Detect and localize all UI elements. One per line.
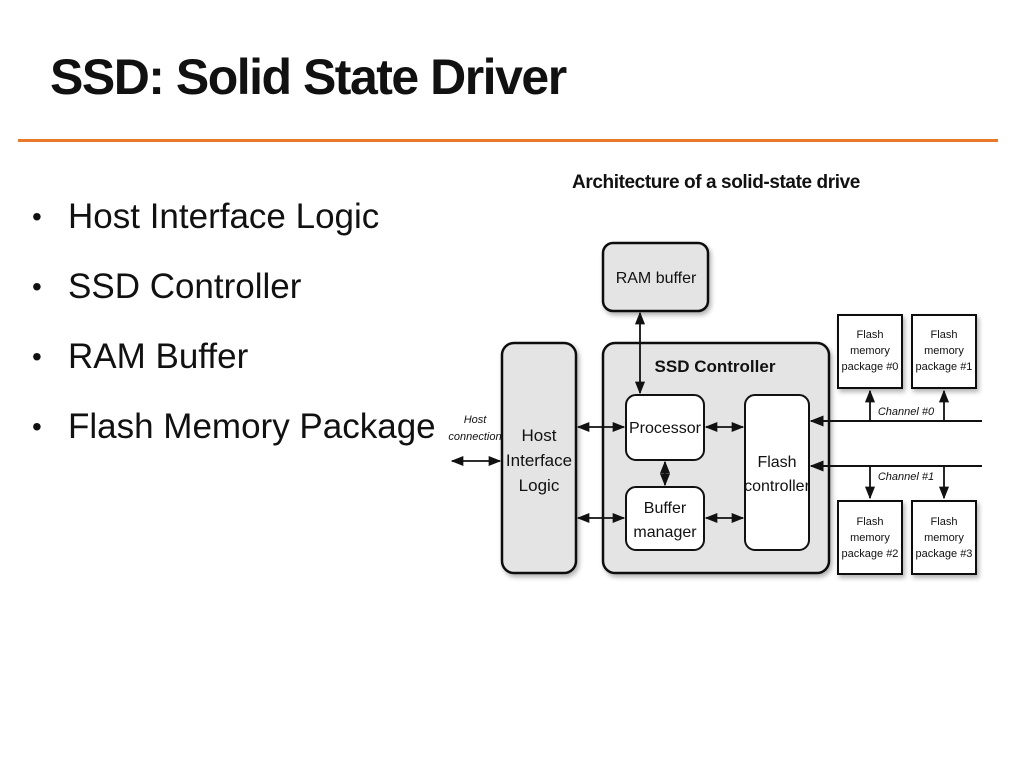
- flash-controller-label-line2: controller: [744, 478, 810, 495]
- bullet-text: Flash Memory Package: [68, 407, 436, 446]
- host-interface-label-line1: Host: [522, 426, 557, 445]
- flash-package-1-label-line3: package #1: [916, 361, 973, 373]
- flash-package-3-label-line2: memory: [924, 532, 964, 544]
- bullet-list: • Host Interface Logic • SSD Controller • R…: [30, 193, 440, 473]
- host-interface-logic-box: [500, 341, 578, 575]
- bullet-item: • SSD Controller: [30, 263, 440, 311]
- flash-package-1-label-line1: Flash: [931, 329, 958, 341]
- bullet-dot: •: [32, 341, 42, 372]
- bullet-text: RAM Buffer: [68, 337, 249, 376]
- bullet-item: • Flash Memory Package: [30, 403, 440, 451]
- ram-buffer-box: [601, 241, 710, 313]
- channel-0-label: Channel #0: [878, 406, 935, 418]
- buffer-manager-box: [625, 486, 705, 551]
- bullet-dot: •: [32, 271, 42, 302]
- bullet-dot: •: [32, 411, 42, 442]
- flash-package-0-box: [837, 314, 903, 389]
- buffer-manager-label-line2: manager: [633, 524, 697, 541]
- host-interface-label-line3: Logic: [519, 476, 560, 495]
- flash-package-3-label-line3: package #3: [916, 548, 973, 560]
- ram-buffer-label: RAM buffer: [616, 270, 697, 287]
- processor-box: [625, 394, 705, 461]
- flash-controller-label-line1: Flash: [757, 454, 796, 471]
- processor-label: Processor: [629, 420, 702, 437]
- flash-package-3-box: [911, 500, 977, 575]
- flash-package-0-label-line2: memory: [850, 345, 890, 357]
- flash-package-0-label-line3: package #0: [842, 361, 899, 373]
- flash-package-1-label-line2: memory: [924, 345, 964, 357]
- title-divider: [18, 139, 998, 142]
- host-interface-label-line2: Interface: [506, 451, 572, 470]
- flash-package-2-label-line3: package #2: [842, 548, 899, 560]
- bullet-text: Host Interface Logic: [68, 197, 380, 236]
- bullet-item: • Host Interface Logic: [30, 193, 440, 241]
- diagram-title: Architecture of a solid-state drive: [572, 172, 860, 193]
- host-connection-label-line2: connection: [448, 431, 501, 443]
- flash-package-2-label-line1: Flash: [857, 516, 884, 528]
- flash-controller-box: [744, 394, 810, 551]
- channel-1-label: Channel #1: [878, 471, 934, 483]
- slide-title: SSD: Solid State Driver: [50, 49, 567, 105]
- buffer-manager-label-line1: Buffer: [644, 500, 687, 517]
- flash-package-0-label-line1: Flash: [857, 329, 884, 341]
- host-connection-label-line1: Host: [464, 414, 488, 426]
- flash-package-3-label-line1: Flash: [931, 516, 958, 528]
- flash-package-1-box: [911, 314, 977, 389]
- flash-package-2-label-line2: memory: [850, 532, 890, 544]
- bullet-text: SSD Controller: [68, 267, 302, 306]
- ssd-controller-label: SSD Controller: [655, 357, 776, 376]
- bullet-item: • RAM Buffer: [30, 333, 440, 381]
- flash-package-2-box: [837, 500, 903, 575]
- bullet-dot: •: [32, 201, 42, 232]
